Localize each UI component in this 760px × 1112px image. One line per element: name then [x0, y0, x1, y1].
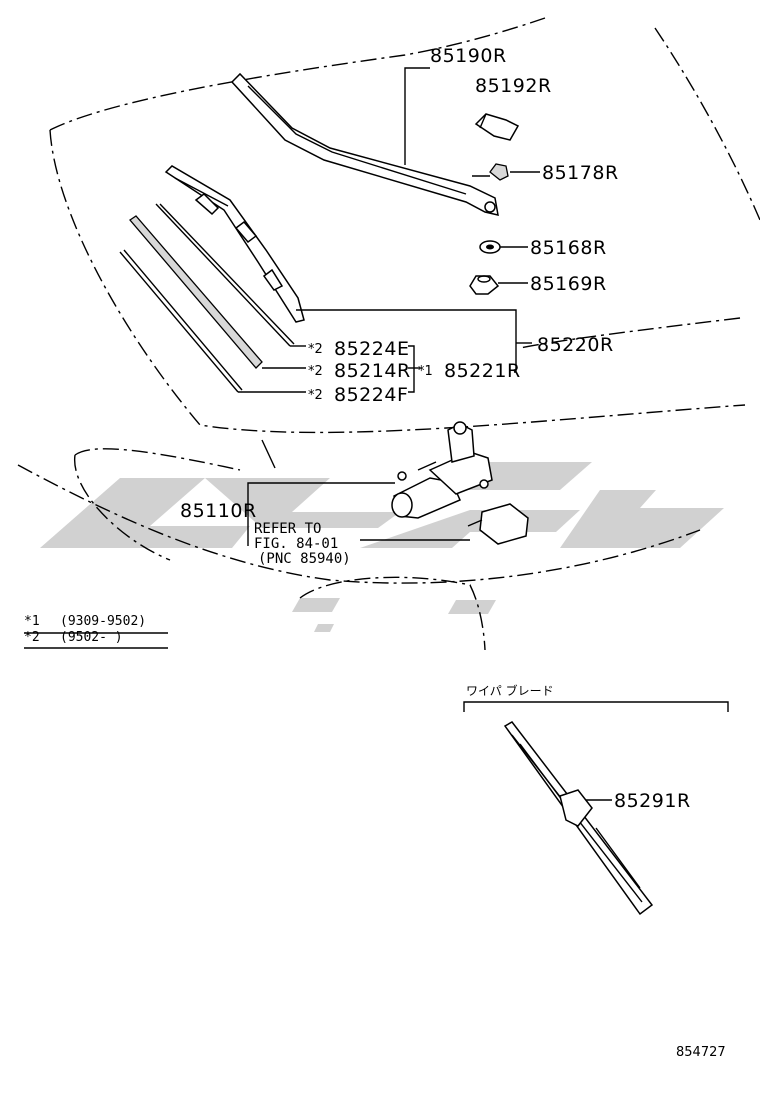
detail-wiper-blade [503, 721, 654, 916]
wiper-blade-frame [164, 165, 305, 323]
rubber-strip-e [155, 203, 291, 347]
nut-icon [489, 163, 509, 181]
motor-lead-line [261, 439, 276, 469]
label-85168r: 85168R [530, 237, 607, 259]
label-85178r: 85178R [542, 162, 619, 184]
watermark-logo [40, 462, 724, 632]
label-85169r: 85169R [530, 273, 607, 295]
label-85224e: 85224E [334, 338, 409, 360]
rubber-strip-f [119, 251, 239, 393]
marker-x2-c: *2 [308, 388, 323, 403]
label-85190r: 85190R [430, 45, 507, 67]
marker-x2-b: *2 [308, 364, 323, 379]
wiper-arm [230, 72, 499, 216]
label-85221r: 85221R [444, 360, 521, 382]
marker-x2-a: *2 [308, 342, 323, 357]
washer-icon [479, 240, 501, 254]
detail-bracket [463, 701, 729, 712]
wiper-motor [391, 421, 493, 519]
label-85192r: 85192R [475, 75, 552, 97]
figure-number: 854727 [676, 1045, 726, 1060]
label-85214r: 85214R [334, 360, 411, 382]
label-85224f: 85224F [334, 384, 408, 406]
reference-line-3: (PNC 85940) [258, 551, 351, 567]
marker-x1: *1 [418, 364, 433, 379]
legend-range-1: (9309-9502) [60, 614, 146, 629]
label-85110r: 85110R [180, 500, 257, 522]
reference-line-1: REFER TO [254, 521, 321, 537]
arm-cap [474, 113, 520, 141]
cushion-icon [469, 275, 500, 295]
detail-title: ワイパ ブレード [466, 683, 554, 698]
legend-mark-1: *1 [24, 614, 40, 629]
reference-line-2: FIG. 84-01 [254, 536, 338, 552]
label-85291r: 85291R [614, 790, 691, 812]
leader-lines [24, 67, 729, 801]
legend-mark-2: *2 [24, 630, 40, 645]
label-85220r: 85220R [537, 334, 614, 356]
door-outline [17, 17, 760, 651]
rubber-strip-r [129, 215, 263, 369]
legend-range-2: (9502- ) [60, 630, 123, 645]
relay-box [467, 503, 529, 545]
